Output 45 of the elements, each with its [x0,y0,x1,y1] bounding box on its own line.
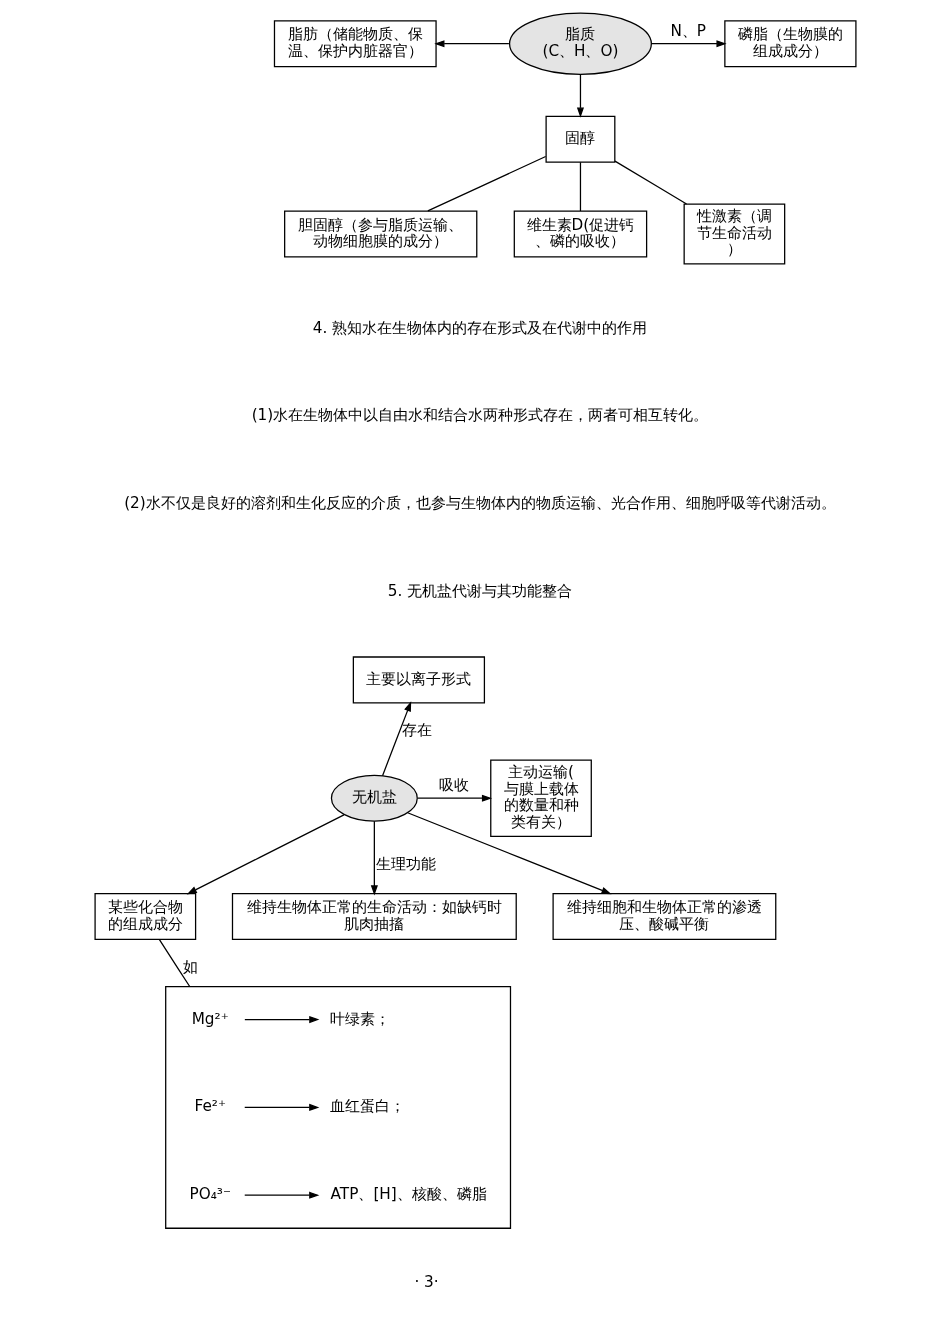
node-box: 某些化合物的组成成分 [93,893,196,941]
node-box: 主要以离子形式 [352,656,485,704]
arrow [406,812,612,895]
node-box: 胆固醇（参与脂质运输、动物细胞膜的成分） [283,210,477,258]
edge-label: 存在 [401,721,432,740]
cluster [164,985,511,1229]
arrow [370,820,378,896]
edge-label: 生理功能 [375,854,436,873]
node-ellipse: 脂质 (C、H、O) [508,12,652,75]
connector [613,160,687,205]
node-box: 维生素D(促进钙、磷的吸收） [513,210,647,258]
node-text: ATP、[H]、核酸、磷脂 [330,1185,487,1204]
arrow [243,1191,319,1199]
node-box: 磷脂（生物膜的组成成分） [723,20,857,68]
label: (2)水不仅是良好的溶剂和生化反应的介质，也参与生物体内的物质运输、光合作用、细胞呼吸等代谢活动。 [123,494,836,513]
node-box: 维持生物体正常的生命活动：如缺钙时肌肉抽搐 [231,893,517,941]
node-text: 叶绿素； [329,1009,390,1028]
node-text: PO₄³⁻ [188,1185,231,1204]
node-box: 脂肪（储能物质、保温、保护内脏器官） [273,20,437,68]
node-text: 血红蛋白； [329,1097,405,1116]
label: (1)水在生物体中以自由水和结合水两种形式存在，两者可相互转化。 [251,406,708,425]
edge-label: N、P [669,21,706,40]
node-box: 性激素（调节生命活动） [683,203,785,265]
arrow [650,40,727,48]
arrow [433,40,510,48]
edge-label: 吸收 [438,776,469,795]
arrow [243,1016,319,1024]
node-box: 维持细胞和生物体正常的渗透压、酸碱平衡 [551,893,776,941]
arrow [416,794,492,802]
connector [158,939,190,988]
label: 5. 无机盐代谢与其功能整合 [387,582,572,601]
edge-label: 如 [182,958,198,977]
connector [579,161,581,212]
arrow [381,701,411,777]
node-box: 固醇 [544,115,615,163]
connector [426,155,546,212]
arrow [186,814,345,895]
node-text: Fe²⁺ [193,1097,226,1116]
node-text: Mg²⁺ [191,1009,229,1028]
node-ellipse: 无机盐 [330,774,418,822]
label: · 3· [413,1272,439,1291]
arrow [576,73,584,118]
label: 4. 熟知水在生物体内的存在形式及在代谢中的作用 [312,318,647,337]
node-box: 主动运输(与膜上载体的数量和种类有关） [489,759,592,838]
arrow [243,1103,319,1111]
